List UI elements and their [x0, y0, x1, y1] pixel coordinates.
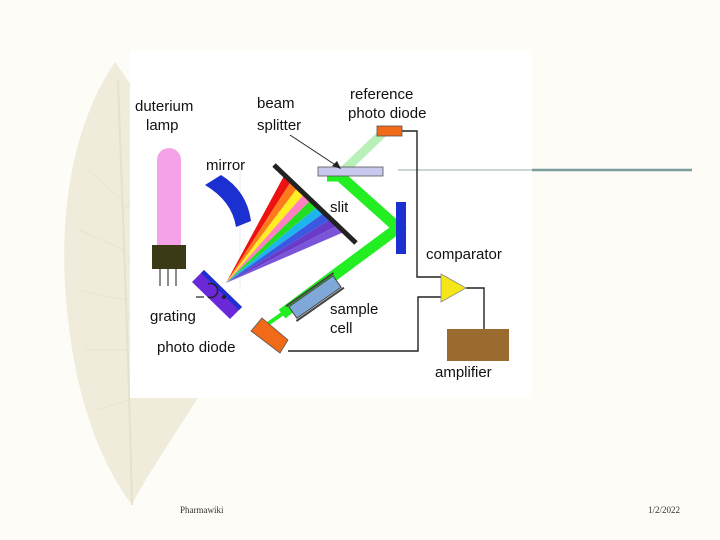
label-grating: grating — [150, 308, 196, 325]
spectrum-band — [226, 212, 331, 283]
photo-diode — [250, 317, 289, 354]
label-amplifier: amplifier — [435, 364, 492, 381]
label-slit: slit — [330, 199, 349, 216]
spectrum-band — [226, 193, 312, 283]
footer-left: Pharmawiki — [180, 505, 224, 515]
sample-cell — [285, 272, 345, 322]
label-lamp-line1: duterium — [135, 98, 193, 115]
label-sample-line1: sample — [330, 301, 378, 318]
wire-photo-diode — [288, 296, 443, 352]
spectrum-band — [226, 199, 318, 283]
slit-bar — [272, 163, 358, 245]
footer-date: 1/2/2022 — [648, 505, 681, 515]
reference-photo-diode — [376, 125, 403, 137]
grating — [192, 270, 242, 319]
label-beam-splitter-line1: beam — [257, 95, 295, 112]
label-photo-diode: photo diode — [157, 339, 235, 356]
lamp-base — [152, 245, 186, 269]
spectrum-fan — [226, 174, 344, 283]
comparator — [440, 273, 467, 303]
beam-splitter-pointer — [289, 134, 341, 169]
label-sample-line2: cell — [330, 320, 353, 337]
beam-splitter — [317, 166, 384, 177]
label-mirror: mirror — [206, 157, 245, 174]
label-comparator: comparator — [426, 246, 502, 263]
wire-comparator-amplifier — [466, 287, 485, 330]
wire-reference — [400, 130, 443, 278]
amplifier — [447, 329, 509, 361]
spectrum-band — [226, 206, 325, 283]
circuit-wires — [288, 130, 485, 352]
label-reference-line1: reference — [350, 86, 413, 103]
spectrum-band — [226, 186, 305, 283]
flat-mirror — [396, 202, 406, 254]
spectrum-band — [226, 225, 344, 283]
spectrum-band — [226, 174, 292, 283]
curved-mirror — [205, 175, 251, 227]
label-lamp-line2: lamp — [146, 117, 179, 134]
label-beam-splitter-line2: splitter — [257, 117, 301, 134]
pointer-arrowhead — [332, 161, 341, 169]
spectrum-band — [226, 219, 338, 283]
deuterium-lamp — [152, 148, 186, 286]
label-reference-line2: photo diode — [348, 105, 426, 122]
spectrum-band — [226, 180, 299, 283]
